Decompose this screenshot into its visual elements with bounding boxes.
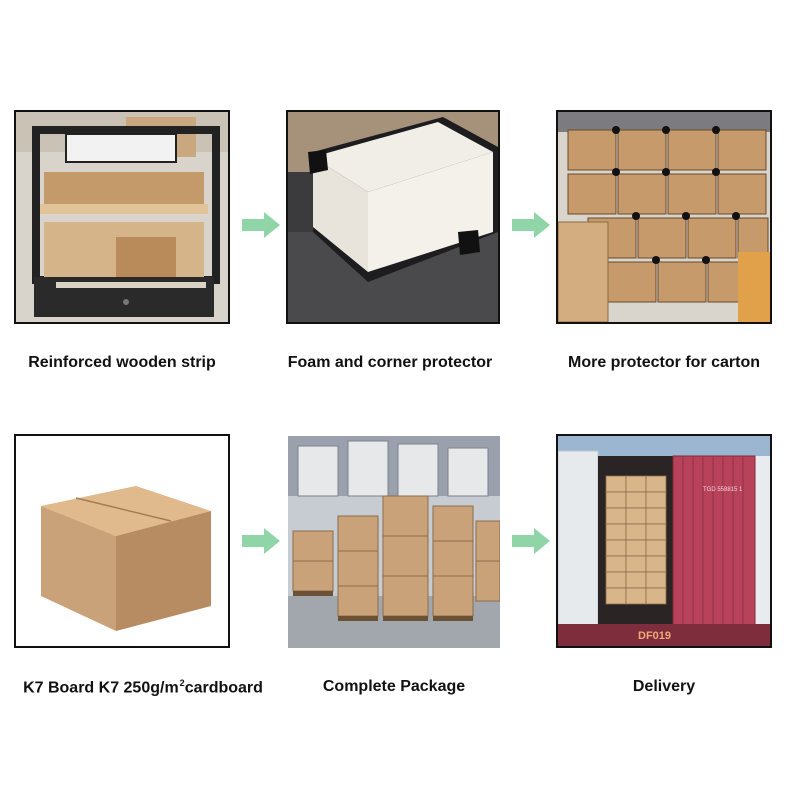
warehouse-package-photo — [288, 436, 500, 648]
arrow-right-icon — [512, 528, 550, 554]
arrow-shape — [242, 212, 280, 238]
arrow-shape — [242, 528, 280, 554]
cardboard-box-photo — [14, 434, 230, 648]
delivery-container-photo: TGD 558815 1 DF019 — [556, 434, 772, 648]
arrow-right-icon — [512, 212, 550, 238]
caption-text: cardboard — [184, 679, 263, 697]
step-caption: Reinforced wooden strip — [28, 354, 216, 371]
step-caption: Foam and corner protector — [287, 354, 493, 371]
arrow-shape — [512, 212, 550, 238]
step-caption: Complete Package — [322, 678, 466, 695]
caption-text: K7 Board K7 250g/m — [23, 679, 179, 697]
arrow-right-icon — [242, 528, 280, 554]
arrow-shape — [512, 528, 550, 554]
step-caption: K7 Board K7 250g/m2cardboard — [8, 678, 278, 697]
arrow-right-icon — [242, 212, 280, 238]
step-caption: Delivery — [632, 678, 696, 695]
wooden-strip-photo — [14, 110, 230, 324]
step-caption: More protector for carton — [567, 354, 760, 371]
container-code-label: TGD 558815 1 — [703, 487, 743, 493]
caption-superscript: 2 — [179, 678, 185, 688]
container-marking-label: DF019 — [638, 630, 671, 642]
carton-protector-photo — [556, 110, 772, 324]
foam-corner-protector-photo — [286, 110, 500, 324]
